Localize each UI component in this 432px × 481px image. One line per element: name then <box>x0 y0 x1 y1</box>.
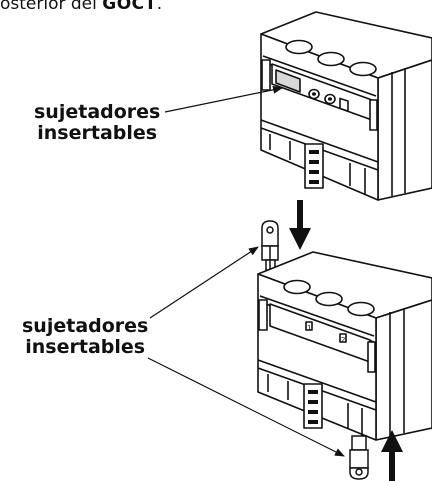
callout-top: sujetadores insertables <box>34 102 160 144</box>
callout-bottom-line1: sujetadores <box>22 315 149 337</box>
callout-top-line1: sujetadores <box>34 101 161 123</box>
device-marker-2: 2 <box>341 336 345 344</box>
arrow-up <box>381 430 403 481</box>
arrow-down <box>289 200 311 250</box>
device-bottom <box>257 251 432 441</box>
leader-lines <box>147 85 345 457</box>
leader-top <box>164 85 283 113</box>
callout-bottom-line2: insertables <box>25 336 146 358</box>
insertable-clip-lower <box>349 435 369 480</box>
insertable-clip-upper <box>261 220 279 271</box>
device-marker-1: 1 <box>307 324 311 332</box>
knob-2 <box>317 51 345 67</box>
device-top-knobs <box>285 39 377 77</box>
knob-1 <box>285 39 313 55</box>
leader-bottom-lower <box>147 357 345 457</box>
device-top-side-clip-left <box>261 59 271 91</box>
knob-2 <box>315 291 343 307</box>
device-top-din-clip <box>304 143 324 189</box>
caption-suffix: . <box>156 0 163 14</box>
knob-3 <box>349 61 377 77</box>
device-bottom-din-clip <box>303 383 323 429</box>
callout-bottom: sujetadores insertables <box>22 316 148 358</box>
leader-bottom-upper <box>149 246 259 319</box>
knob-1 <box>283 279 311 295</box>
device-top-side-clip-right <box>369 99 378 131</box>
device-top <box>260 11 432 201</box>
caption-prefix: osterior del <box>0 0 103 14</box>
callout-top-line2: insertables <box>37 122 158 144</box>
caption-header: osterior del GOCT. <box>0 0 162 14</box>
device-bottom-side-clip-right <box>367 341 376 373</box>
device-bottom-knobs <box>283 279 375 317</box>
device-bottom-side-clip-left <box>258 299 268 331</box>
knob-3 <box>347 301 375 317</box>
caption-product-name: GOCT <box>102 0 157 14</box>
